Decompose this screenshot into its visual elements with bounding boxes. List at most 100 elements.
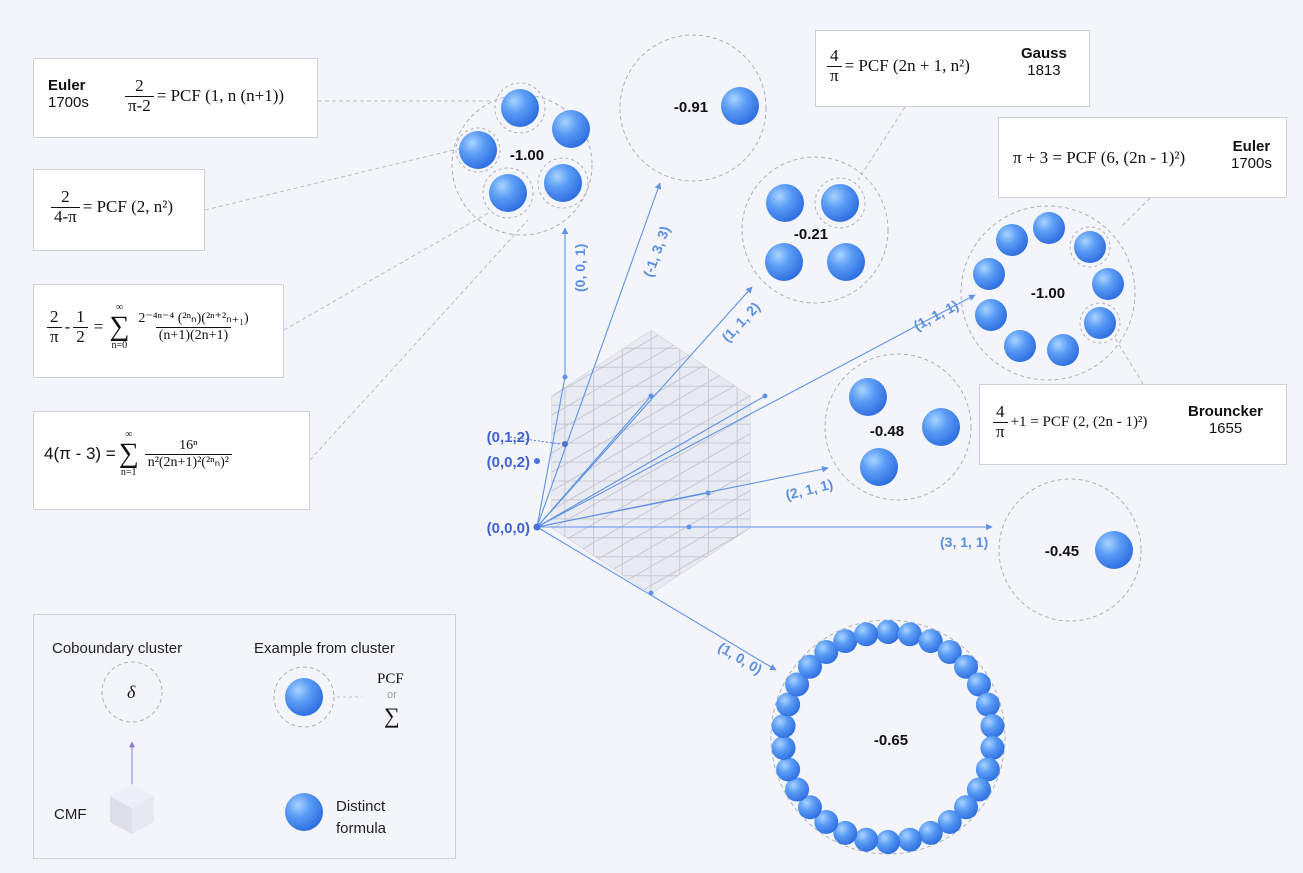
formula-sphere <box>797 795 822 820</box>
formula-sphere <box>973 258 1005 290</box>
formula-sphere <box>1095 531 1133 569</box>
sum-symbol: ∞∑n=1 <box>118 429 139 478</box>
formula-sphere <box>975 299 1007 331</box>
formula-sphere <box>721 87 759 125</box>
formula-sphere <box>897 622 922 647</box>
legend-graphics <box>101 661 362 834</box>
formula-sphere <box>854 622 879 647</box>
formula-sphere <box>1092 268 1124 300</box>
delta-symbol: δ <box>127 682 136 702</box>
formula-rhs: +1 = PCF (2, (2n - 1)²) <box>1010 413 1148 430</box>
connector-lines <box>204 100 1151 461</box>
formula-rhs: = PCF (1, n (n+1)) <box>156 86 285 106</box>
legend-or: or <box>387 689 397 701</box>
legend-sum: ∑ <box>384 703 400 728</box>
lattice-line <box>551 367 751 501</box>
formula-sphere <box>922 408 960 446</box>
lattice-line <box>551 424 751 558</box>
formula-sphere <box>918 820 943 845</box>
cluster-value: -0.91 <box>674 99 708 116</box>
formula-sphere <box>814 809 839 834</box>
formula-sphere <box>544 164 582 202</box>
formula-sphere <box>975 692 1000 717</box>
formula-sphere <box>489 174 527 212</box>
operator: = <box>93 317 104 336</box>
formula-sphere <box>975 757 1000 782</box>
formula-sphere <box>897 827 922 852</box>
fraction: 2⁻⁴ⁿ⁻⁴ (²ⁿₙ)(²ⁿ⁺²ₙ₊₁)(n+1)(2n+1) <box>138 311 249 343</box>
formula-lhs: π + 3 = PCF (6, (2n - 1)²) <box>1013 148 1186 167</box>
formula-sphere <box>827 243 865 281</box>
formula-sphere <box>876 620 900 644</box>
lattice-line <box>551 330 751 425</box>
direction-label: (-1, 3, 3) <box>640 224 673 279</box>
direction-label: (1, 0, 0) <box>715 639 765 678</box>
cluster-value: -0.21 <box>794 226 828 243</box>
cluster-value: -1.00 <box>510 147 544 164</box>
formula-sphere <box>785 672 810 697</box>
author-year: 1700s <box>1231 155 1272 172</box>
formula-sphere <box>771 735 796 760</box>
author-name: Brouncker <box>1188 403 1264 420</box>
formula-lhs: 4(π - 3) = <box>44 444 116 463</box>
direction-label: (1, 1, 2) <box>718 299 763 345</box>
point-label: (0,0,0) <box>487 520 530 537</box>
author-name: Gauss <box>1021 45 1067 62</box>
operator: - <box>64 317 71 336</box>
lattice-line <box>551 330 751 406</box>
subcluster-rings <box>455 82 1121 344</box>
direction-label: (1, 1, 1) <box>911 297 961 334</box>
formula-sphere <box>833 629 858 654</box>
lattice-line <box>551 386 751 520</box>
point-label: (0,1,2) <box>487 429 530 446</box>
author-year: 1655 <box>1208 420 1243 437</box>
lattice-line <box>551 518 751 594</box>
legend-coboundary-label: Coboundary cluster <box>52 640 183 657</box>
pointer-012 <box>509 436 561 445</box>
cluster-value: -0.65 <box>874 732 908 749</box>
formula-sphere <box>966 777 991 802</box>
lattice-line <box>551 405 751 539</box>
formula-card-euler-2: π + 3 = PCF (6, (2n - 1)²) Euler 1700s <box>998 117 1287 198</box>
formula-sphere <box>785 777 810 802</box>
author-name: Euler <box>48 77 86 94</box>
legend-distinct-line2: formula <box>336 820 387 837</box>
point-label: (0,0,2) <box>487 454 530 471</box>
formula-sphere <box>980 735 1005 760</box>
formula-sphere <box>980 714 1005 739</box>
formula-sphere <box>552 110 590 148</box>
formula-sphere <box>854 827 879 852</box>
formula-sphere <box>954 654 979 679</box>
formula-sphere <box>821 184 859 222</box>
formula-sphere <box>1074 231 1106 263</box>
formula-sphere <box>860 448 898 486</box>
formula-sphere <box>814 640 839 665</box>
legend-example-label: Example from cluster <box>254 640 395 657</box>
legend-panel: Coboundary cluster δ Example from cluste… <box>33 614 456 859</box>
sum-symbol: ∞∑n=0 <box>109 302 130 351</box>
formula-sphere <box>954 795 979 820</box>
direction-label: (3, 1, 1) <box>940 534 988 550</box>
formula-sphere <box>1047 334 1079 366</box>
direction-label: (0, 0, 1) <box>572 244 588 292</box>
formula-sphere <box>937 809 962 834</box>
formula-spheres <box>459 87 1133 854</box>
formula-sphere <box>776 692 801 717</box>
formula-sphere <box>776 757 801 782</box>
formula-sphere <box>833 820 858 845</box>
legend-cmf: CMF <box>54 806 87 823</box>
formula-sphere <box>501 89 539 127</box>
lattice-points <box>533 374 768 596</box>
formula-sphere <box>849 378 887 416</box>
formula-sphere <box>1033 212 1065 244</box>
direction-label: (2, 1, 1) <box>784 476 835 503</box>
